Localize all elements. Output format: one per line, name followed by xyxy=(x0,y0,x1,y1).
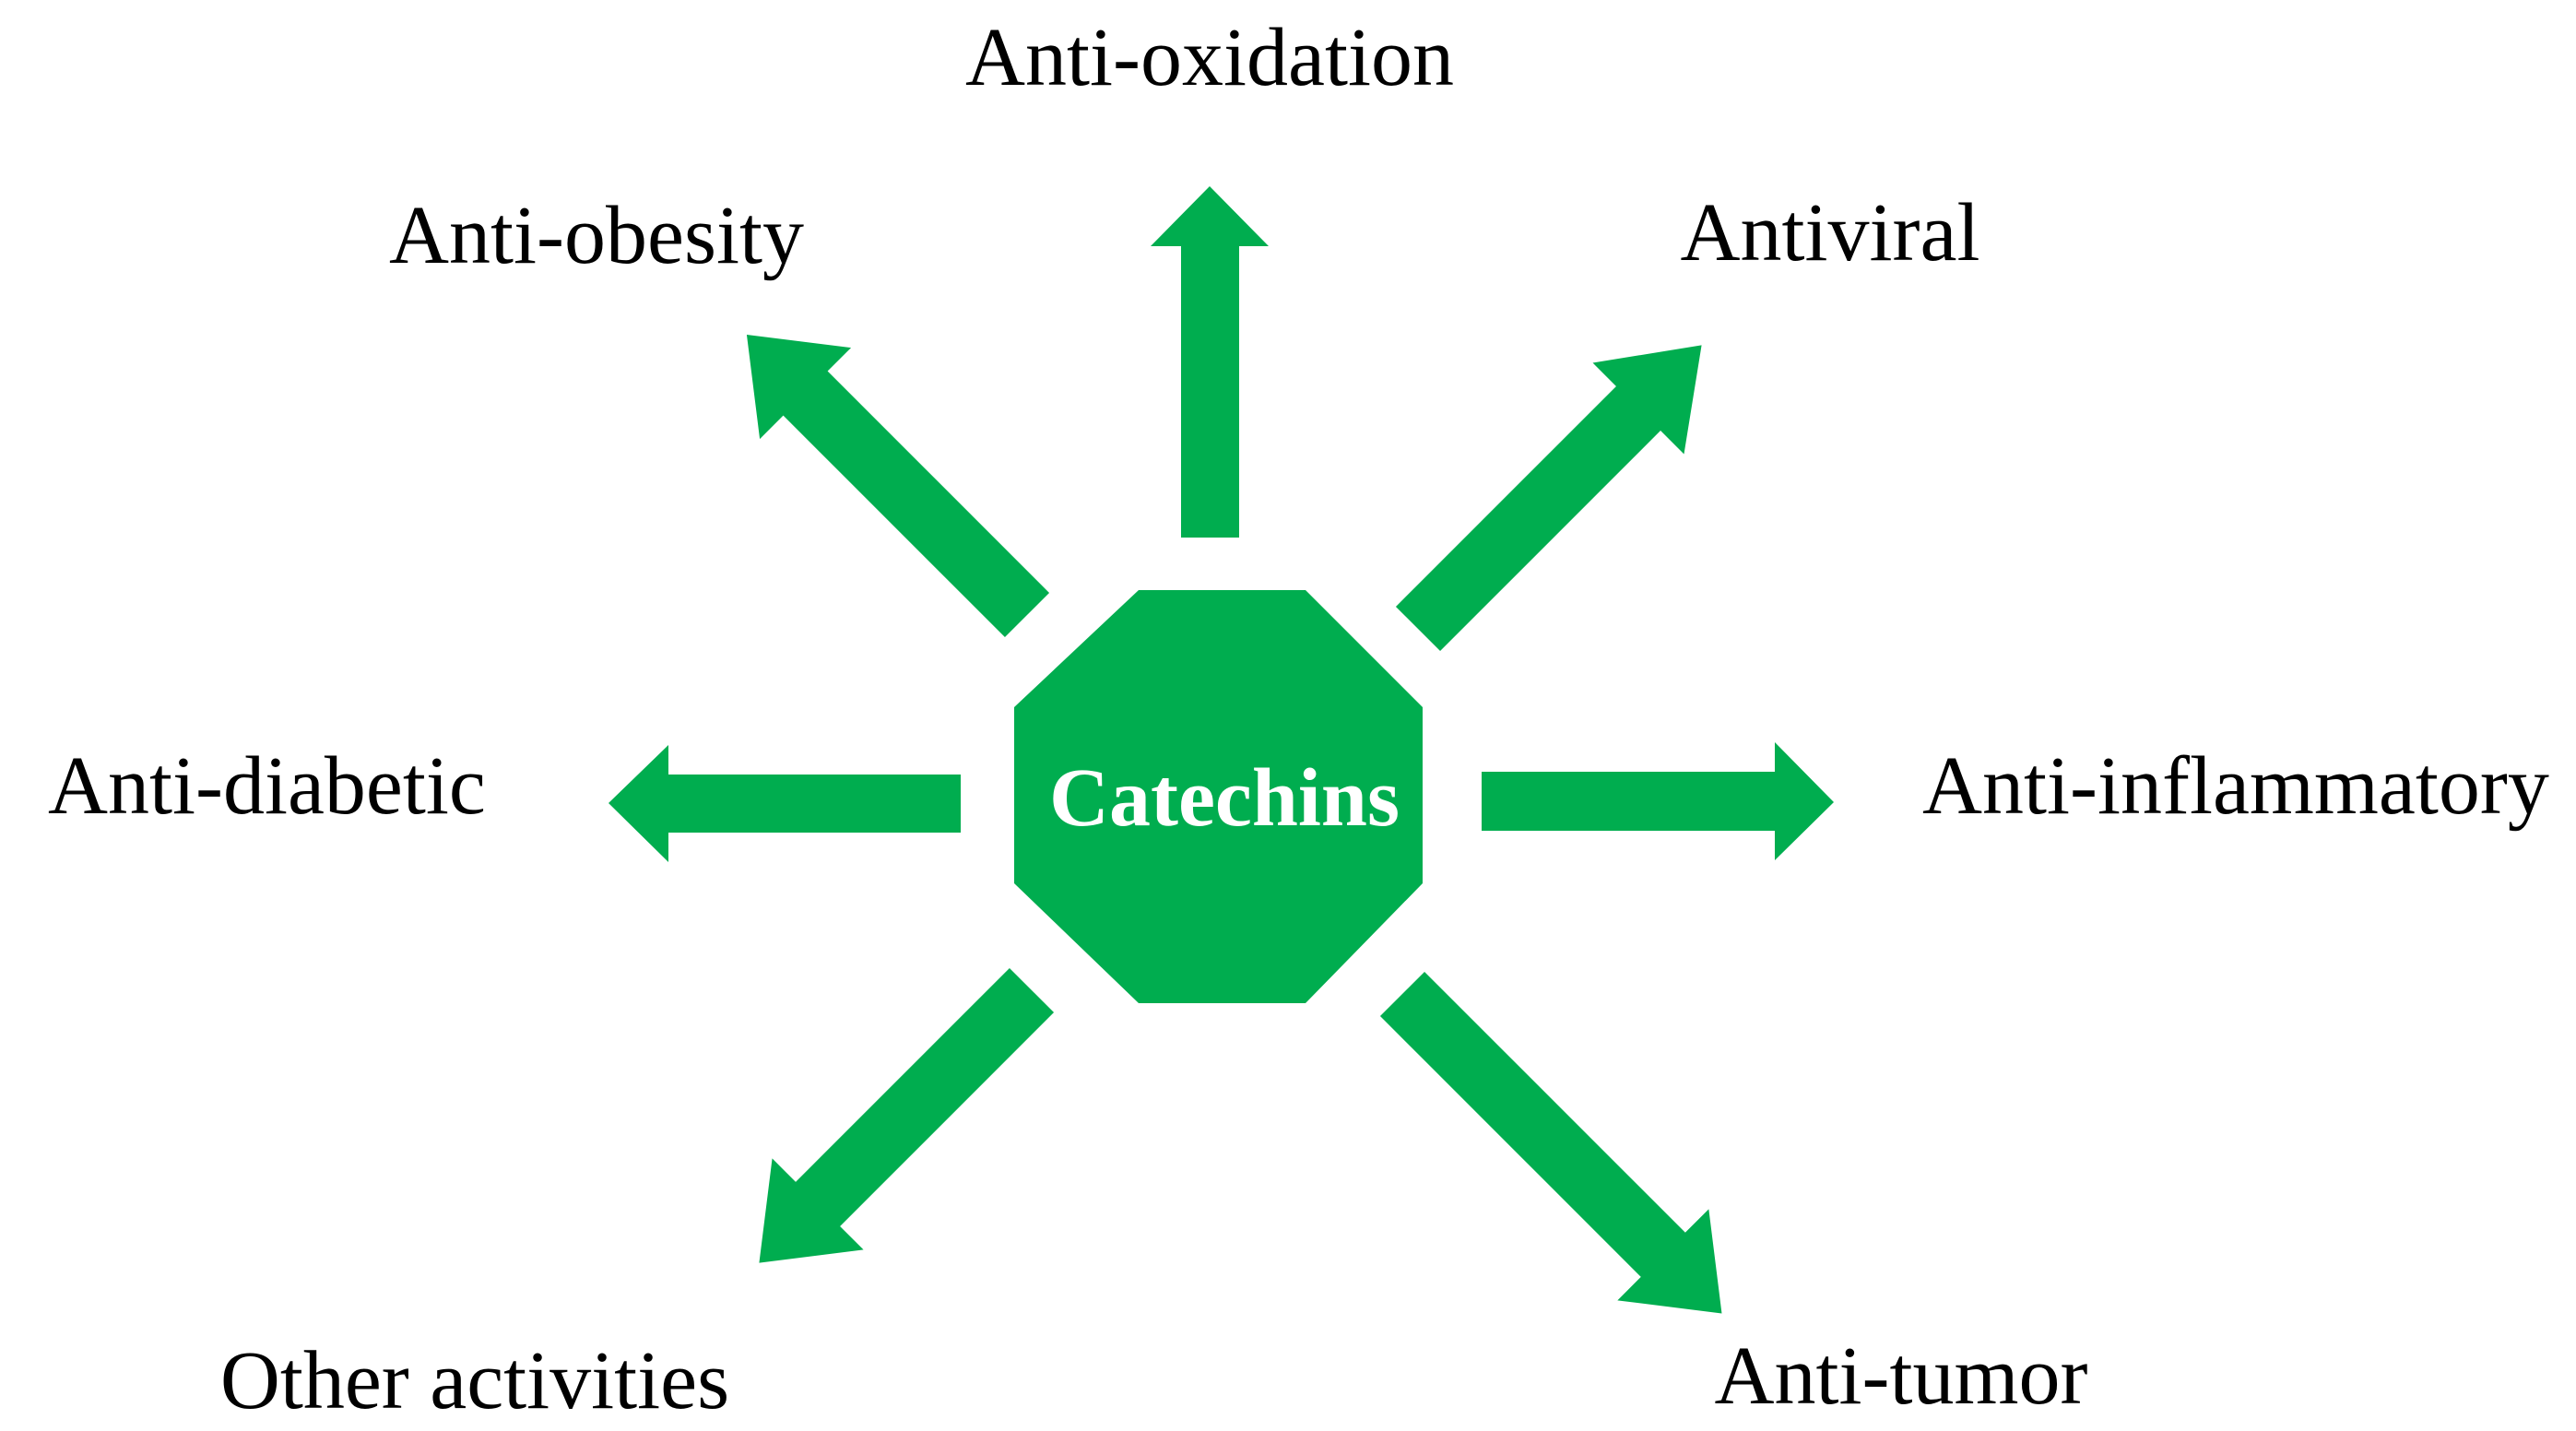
label-anti-diabetic: Anti-diabetic xyxy=(48,740,486,832)
label-anti-oxidation: Anti-oxidation xyxy=(965,12,1454,103)
label-antiviral: Antiviral xyxy=(1681,187,1980,278)
label-anti-tumor: Anti-tumor xyxy=(1715,1330,2088,1422)
center-octagon xyxy=(1014,590,1423,1003)
arrow-anti-diabetic xyxy=(609,745,961,862)
center-label: Catechins xyxy=(1049,752,1400,844)
label-other-activities: Other activities xyxy=(220,1335,729,1426)
arrow-anti-tumor xyxy=(1379,971,1722,1314)
arrows xyxy=(609,186,1834,1314)
arrow-antiviral xyxy=(1395,345,1702,652)
arrow-other-activities xyxy=(759,967,1055,1263)
activity-labels: Anti-oxidation Antiviral Anti-inflammato… xyxy=(48,12,2549,1426)
label-anti-obesity: Anti-obesity xyxy=(389,190,804,281)
arrow-anti-obesity xyxy=(746,334,1050,638)
label-anti-inflammatory: Anti-inflammatory xyxy=(1922,740,2549,832)
arrow-anti-oxidation xyxy=(1151,186,1269,538)
arrow-anti-inflammatory xyxy=(1482,742,1834,860)
center-node: Catechins xyxy=(1014,590,1423,1003)
